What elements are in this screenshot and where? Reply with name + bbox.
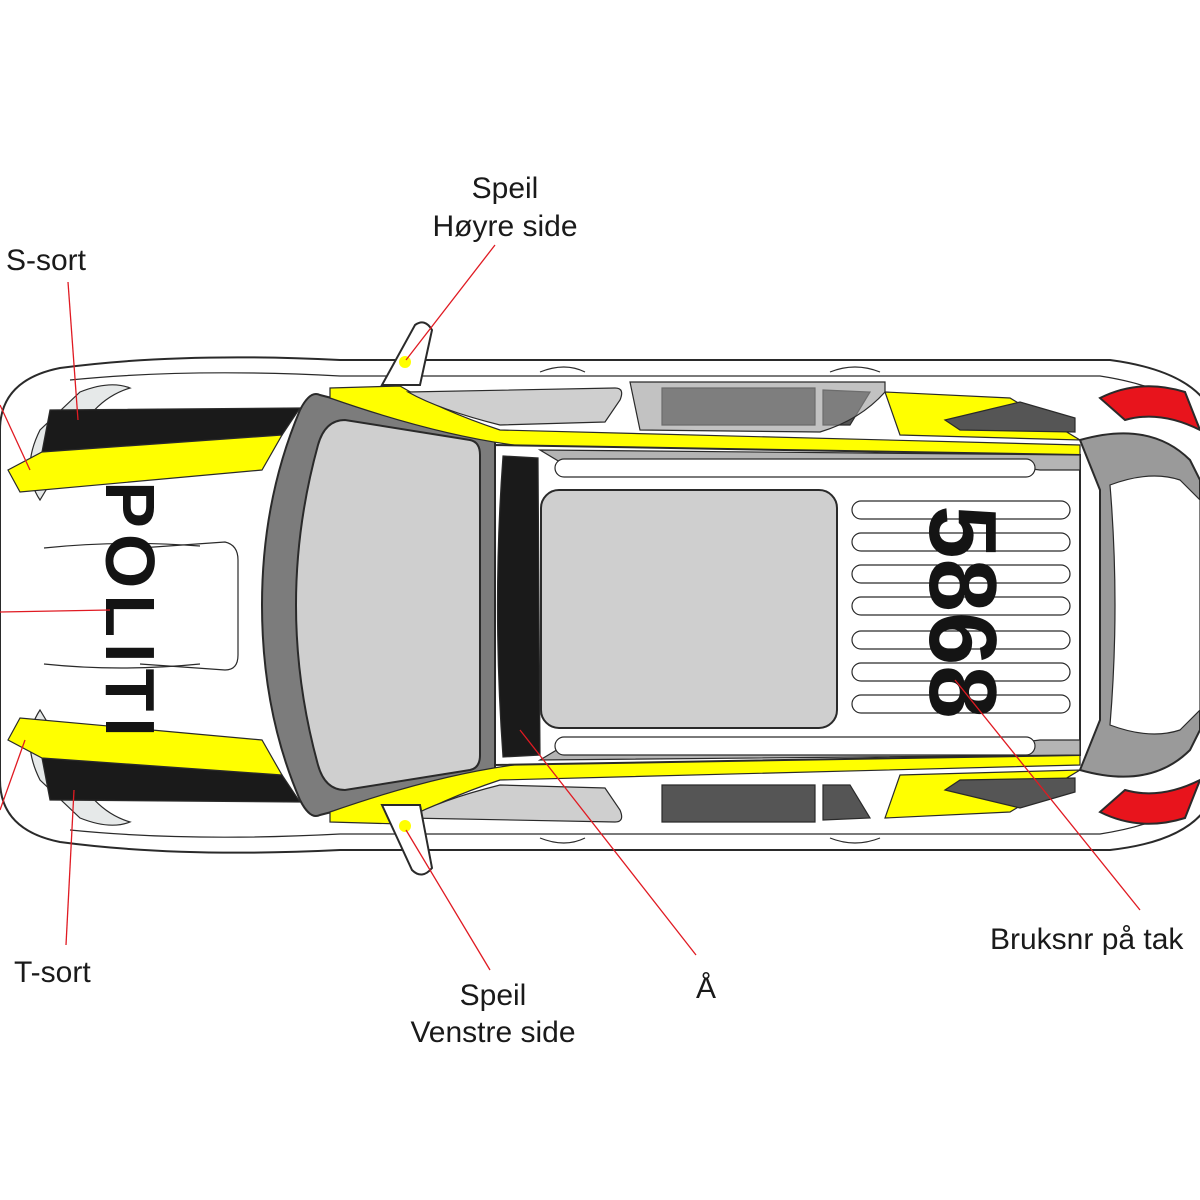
leader-roof-number xyxy=(954,679,1141,911)
rear-light-left xyxy=(1098,778,1200,825)
side-window-front-lower xyxy=(405,784,623,823)
mirror-left-marker xyxy=(399,820,411,832)
roof-front-black-strip xyxy=(496,455,541,758)
rear-light-right xyxy=(1098,385,1200,432)
roof-slat xyxy=(851,596,1071,616)
door-handle-upper-rear xyxy=(829,366,881,373)
leader-headlight-lower xyxy=(0,739,26,811)
hood-scoop xyxy=(139,541,239,671)
hood-politi-text: POLITI xyxy=(91,481,169,743)
leader-mirror-right xyxy=(405,244,496,361)
roof-slat xyxy=(851,694,1071,714)
label-roof-number-caption: Bruksnr på tak xyxy=(990,923,1184,956)
hood-stripe-yellow-lower xyxy=(7,717,284,776)
rear-window xyxy=(1109,475,1200,735)
windshield xyxy=(294,418,481,792)
roof-slat xyxy=(851,662,1071,682)
label-mirror-right-line1: Speil xyxy=(472,172,539,205)
leader-t-sort xyxy=(65,789,75,946)
roof-slat xyxy=(851,500,1071,520)
roof-slat xyxy=(851,630,1071,650)
label-mirror-left-line2: Venstre side xyxy=(410,1016,575,1049)
leader-mirror-left xyxy=(405,829,491,971)
rear-quarter-window-upper xyxy=(943,401,1076,433)
mirror-right xyxy=(380,321,434,386)
label-t-sort: T-sort xyxy=(14,956,91,989)
side-window-front-upper xyxy=(405,387,623,426)
leader-politi xyxy=(0,609,111,613)
door-handle-upper-front xyxy=(539,366,586,373)
roof-slat xyxy=(554,458,1036,478)
label-s-sort: S-sort xyxy=(6,244,87,277)
label-mirror-right-line2: Høyre side xyxy=(432,210,577,243)
roof-slat xyxy=(851,564,1071,584)
car-body xyxy=(0,356,1200,854)
hood-crease-top xyxy=(43,542,201,549)
side-window-mid-lower xyxy=(661,784,816,823)
labels: Speil Høyre side S-sort T-sort Speil Ven… xyxy=(6,172,1184,1049)
mirror-left xyxy=(380,804,434,876)
roof-slats xyxy=(554,458,1071,756)
roof-number-text: 5868 xyxy=(909,505,1016,719)
door-handle-lower-rear xyxy=(829,837,881,844)
leader-headlight-upper xyxy=(0,404,31,471)
rear-quarter-window-lower xyxy=(943,777,1076,809)
sunroof xyxy=(540,489,838,729)
mirror-right-marker xyxy=(399,356,411,368)
hood-crease-bottom xyxy=(43,663,201,669)
leader-lines xyxy=(0,244,1141,971)
hood-stripe-yellow-upper xyxy=(7,434,284,493)
leader-s-sort xyxy=(67,281,79,421)
door-handle-lower-front xyxy=(539,837,586,844)
label-mirror-left-line1: Speil xyxy=(460,979,527,1012)
pillar-upper xyxy=(629,381,886,433)
mirror-left-housing xyxy=(380,804,434,876)
label-a: Å xyxy=(696,972,716,1005)
roof-slat xyxy=(851,532,1071,552)
roof-slat xyxy=(554,736,1036,756)
mirror-right-housing xyxy=(380,321,434,386)
leader-a xyxy=(519,729,697,956)
side-window-rear-lower xyxy=(822,784,872,821)
